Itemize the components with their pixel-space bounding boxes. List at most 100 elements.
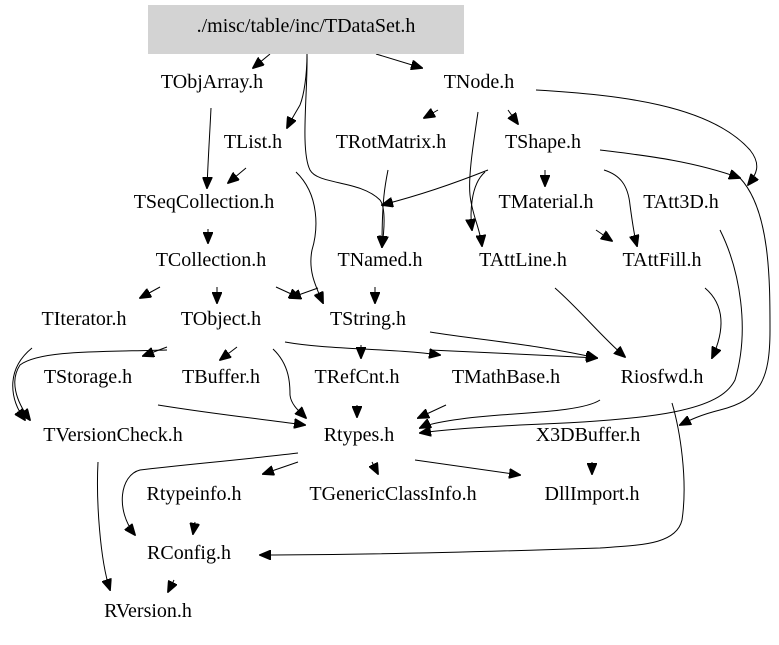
node-label: TObject.h: [181, 308, 261, 330]
node-label: TMaterial.h: [499, 191, 594, 213]
node-riosfwd[interactable]: Riosfwd.h: [621, 366, 704, 388]
node-label: TNode.h: [444, 71, 515, 93]
node-label: TNamed.h: [338, 249, 423, 271]
node-tstring[interactable]: TString.h: [330, 308, 406, 330]
node-label: Riosfwd.h: [621, 366, 704, 388]
node-tstorage[interactable]: TStorage.h: [44, 366, 132, 388]
edge-tshape-to-tattline: [471, 171, 486, 230]
node-tattline[interactable]: TAttLine.h: [479, 249, 567, 271]
node-label: Rtypeinfo.h: [147, 483, 242, 505]
node-dllimport[interactable]: DllImport.h: [545, 483, 640, 505]
edge-rtypes-to-rconfig: [121, 452, 299, 535]
node-rtypes[interactable]: Rtypes.h: [324, 424, 395, 446]
node-label: RVersion.h: [104, 600, 192, 622]
node-tatt3d[interactable]: TAtt3D.h: [643, 191, 719, 213]
node-label: TShape.h: [505, 131, 581, 153]
edge-tatt3d-to-rtypes: [420, 229, 743, 433]
edges-layer: [12, 53, 771, 592]
node-tnode[interactable]: TNode.h: [444, 71, 515, 93]
node-label: TRotMatrix.h: [336, 131, 447, 153]
root-node-box: [148, 5, 464, 54]
edge-root-to-tlist: [287, 53, 308, 128]
edge-tlist-to-tseqcollection: [228, 167, 247, 183]
edge-rtypes-to-rtypeinfo: [263, 461, 299, 474]
node-tversioncheck[interactable]: TVersionCheck.h: [43, 424, 182, 446]
node-label: TSeqCollection.h: [134, 191, 275, 213]
edge-tnamed-to-tobject: [290, 287, 319, 298]
node-titerator[interactable]: TIterator.h: [42, 308, 127, 330]
node-label: TString.h: [330, 308, 406, 330]
node-label: TGenericClassInfo.h: [309, 483, 476, 505]
node-tseqcollection[interactable]: TSeqCollection.h: [134, 191, 275, 213]
edge-tobject-to-tversioncheck: [14, 349, 168, 420]
node-tmaterial[interactable]: TMaterial.h: [499, 191, 594, 213]
node-label: Rtypes.h: [324, 424, 395, 446]
edge-tmaterial-to-tattfill: [595, 229, 612, 241]
edge-rconfig-to-rversion: [168, 579, 174, 592]
edge-rtypes-to-dllimport: [414, 459, 520, 475]
node-rversion[interactable]: RVersion.h: [104, 600, 192, 622]
edge-tnode-to-tshape: [508, 109, 518, 124]
edge-tstorage-to-rtypes: [157, 404, 305, 425]
node-label: TRefCnt.h: [315, 366, 400, 388]
node-tshape[interactable]: TShape.h: [505, 131, 581, 153]
node-tmathbase[interactable]: TMathBase.h: [452, 366, 560, 388]
edge-tobject-to-tmathbase: [284, 341, 440, 355]
node-label: DllImport.h: [545, 483, 640, 505]
node-label: ./misc/table/inc/TDataSet.h: [197, 15, 416, 37]
node-tlist[interactable]: TList.h: [224, 131, 282, 153]
edge-trotmatrix-to-tnamed: [382, 169, 389, 247]
edge-tcollection-to-tstring: [275, 286, 300, 298]
node-root[interactable]: ./misc/table/inc/TDataSet.h: [148, 5, 464, 54]
edge-tstring-to-riosfwd: [429, 331, 597, 358]
node-label: RConfig.h: [147, 542, 231, 564]
node-tgenericclassinfo[interactable]: TGenericClassInfo.h: [309, 483, 476, 505]
node-tattfill[interactable]: TAttFill.h: [623, 249, 702, 271]
node-rtypeinfo[interactable]: Rtypeinfo.h: [147, 483, 242, 505]
edge-root-to-tnode: [375, 53, 422, 68]
edge-rtypes-to-tgenericclassinfo: [372, 461, 378, 474]
node-tobject[interactable]: TObject.h: [181, 308, 261, 330]
node-label: TMathBase.h: [452, 366, 560, 388]
edge-tobject-to-riosfwd: [429, 349, 597, 358]
node-label: TList.h: [224, 131, 282, 153]
node-label: TStorage.h: [44, 366, 132, 388]
edge-rtypeinfo-to-rconfig: [193, 521, 195, 534]
edge-tmaterial-to-rtypes: [420, 399, 601, 428]
edge-tattfill-to-riosfwd: [704, 287, 722, 358]
node-tnamed[interactable]: TNamed.h: [338, 249, 423, 271]
node-trefcnt[interactable]: TRefCnt.h: [315, 366, 400, 388]
edge-tnode-to-tatt3d: [535, 89, 757, 185]
edge-tattline-to-riosfwd: [554, 287, 625, 357]
edge-tobject-to-rtypes: [272, 348, 306, 418]
node-label: TObjArray.h: [161, 71, 263, 93]
edge-tnode-to-tattline: [469, 111, 482, 246]
edge-tshape-to-tatt3d: [599, 149, 740, 178]
edge-tcollection-to-titerator: [140, 286, 161, 298]
node-tcollection[interactable]: TCollection.h: [156, 249, 267, 271]
node-trotmatrix[interactable]: TRotMatrix.h: [336, 131, 447, 153]
node-label: TIterator.h: [42, 308, 127, 330]
edge-root-to-tnamed: [304, 53, 384, 247]
node-x3dbuffer[interactable]: X3DBuffer.h: [536, 424, 641, 446]
node-label: TBuffer.h: [182, 366, 260, 388]
node-label: TCollection.h: [156, 249, 267, 271]
node-label: TVersionCheck.h: [43, 424, 182, 446]
edge-tnode-to-trotmatrix: [424, 110, 439, 118]
node-tbuffer[interactable]: TBuffer.h: [182, 366, 260, 388]
node-label: TAttLine.h: [479, 249, 567, 271]
node-label: TAtt3D.h: [643, 191, 719, 213]
edge-tobject-to-tstorage: [143, 346, 168, 356]
edge-tshape-to-x3dbuffer: [680, 177, 771, 425]
edge-tshape-to-tattfill: [603, 169, 637, 246]
edge-tobject-to-tbuffer: [220, 346, 238, 360]
node-label: X3DBuffer.h: [536, 424, 641, 446]
node-rconfig[interactable]: RConfig.h: [147, 542, 231, 564]
edge-tshape-to-tnamed: [382, 169, 489, 205]
node-tobjarray[interactable]: TObjArray.h: [161, 71, 263, 93]
edge-tversioncheck-to-rversion: [97, 461, 111, 590]
node-label: TAttFill.h: [623, 249, 702, 271]
edge-root-to-tobjarray: [253, 53, 271, 68]
